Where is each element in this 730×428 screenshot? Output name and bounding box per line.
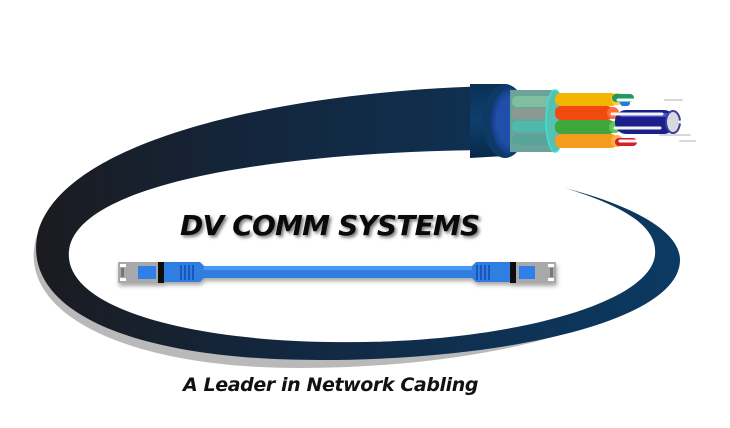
tagline: A Leader in Network Cabling: [183, 374, 479, 396]
swoosh-ellipse: [33, 86, 680, 368]
ethernet-patch-cable-icon: [118, 262, 556, 283]
company-name: DV COMM SYSTEMS: [180, 209, 480, 242]
fiber-optic-cable-icon: [470, 84, 702, 158]
